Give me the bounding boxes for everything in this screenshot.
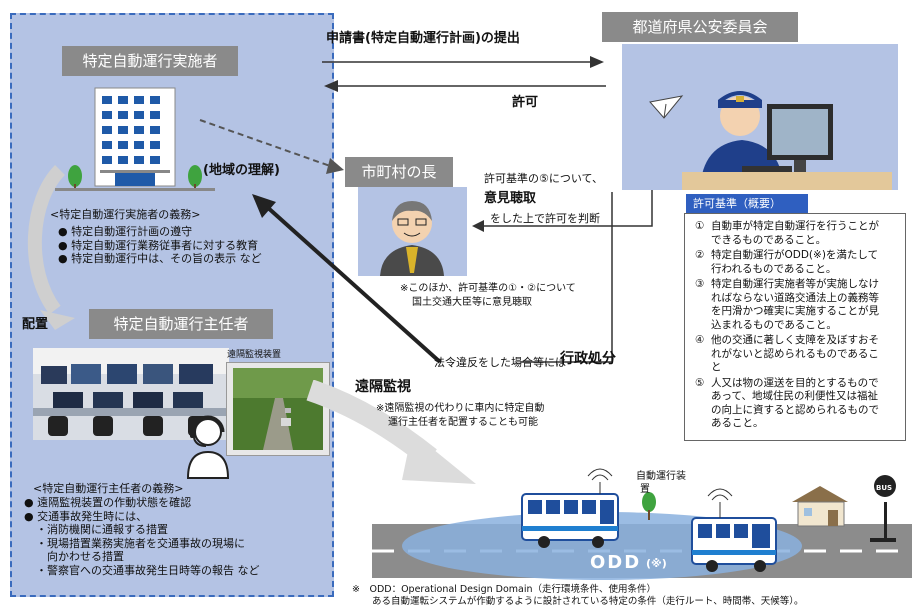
- supervisor-duty-item: ● 交通事故発生時には、: [24, 509, 148, 523]
- remote-device-label: 遠隔監視装置: [227, 350, 282, 360]
- operator-headset-icon: [186, 415, 230, 479]
- remote-note-line1: ※遠隔監視の代わりに車内に特定自動: [376, 403, 545, 414]
- implementer-title: 特定自動運行実施者: [62, 46, 238, 76]
- police-officer-illustration: [649, 91, 892, 190]
- criteria-list: ① 自動車が特定自動運行を行うことができるものであること。 ② 特定自動運行がO…: [695, 220, 887, 433]
- implementer-duties-list: ● 特定自動運行計画の遵守 ● 特定自動運行業務従事者に対する教育 ● 特定自動…: [58, 225, 262, 266]
- criteria-item: ③ 特定自動運行実施者等が実施しなければならない道路交通法上の義務等を円滑かつ確…: [695, 278, 887, 332]
- criteria-number: ⑤: [695, 376, 705, 389]
- criteria-panel: [684, 213, 906, 441]
- regional-understanding-connector: [199, 119, 344, 174]
- assign-label: 配置: [22, 317, 49, 332]
- remote-monitoring-arrow: [306, 380, 476, 484]
- criteria-title: 許可基準（概要）: [693, 197, 781, 210]
- criteria-text: 特定自動運行実施者等が実施しなければならない道路交通法上の義務等を円滑かつ確実に…: [711, 278, 879, 331]
- odd-footnote-line2: ある自動運転システムが作動するように設計されている特定の条件（走行ルート、時間帯…: [372, 596, 804, 607]
- implementer-duty-item: ● 特定自動運行業務従事者に対する教育: [58, 238, 259, 252]
- regional-understanding-label: (地域の理解): [203, 163, 280, 178]
- permission-label: 許可: [512, 95, 539, 110]
- implementer-duties-heading: <特定自動運行実施者の義務>: [50, 208, 201, 221]
- mayor-note-line2: 国土交通大臣等に意見聴取: [412, 297, 532, 308]
- criteria-number: ③: [695, 278, 705, 290]
- auto-device-label-line2: 置: [640, 484, 650, 495]
- criteria-text: 自動車が特定自動運行を行うことができるものであること。: [711, 220, 879, 246]
- control-room-photo: [33, 348, 229, 440]
- application-label: 申請書(特定自動運行計画)の提出: [326, 31, 520, 46]
- hearing-label: 意見聴取: [484, 191, 537, 206]
- mayor-note-line1: ※このほか、許可基準の①・②について: [400, 283, 576, 294]
- supervisor-duty-item: 向かわせる措置: [36, 550, 124, 563]
- odd-label: ODD: [590, 552, 642, 573]
- supervisor-title: 特定自動運行主任者: [89, 309, 273, 339]
- criterion5-label: 許可基準の⑤について、: [484, 172, 603, 185]
- implementer-duty-item: ● 特定自動運行計画の遵守: [58, 225, 193, 238]
- supervisor-duties-list: ● 遠隔監視装置の作動状態を確認 ● 交通事故発生時には、 ・消防機関に通報する…: [24, 496, 260, 577]
- office-building-icon: [55, 87, 215, 191]
- criteria-text: 特定自動運行がODD(※)を満たして行われるものであること。: [711, 249, 879, 275]
- admin-action-arrow: [252, 192, 613, 364]
- criteria-number: ①: [695, 220, 705, 232]
- mayor-title: 市町村の長: [345, 157, 453, 187]
- implementer-duty-item: ● 特定自動運行中は、その旨の表示 など: [58, 252, 262, 265]
- violation-label: 法令違反をした場合等には: [434, 356, 566, 369]
- after-hearing-label: をした上で許可を判断: [490, 212, 600, 225]
- assign-arrow: [27, 165, 75, 330]
- odd-road-scene: [372, 468, 912, 580]
- criteria-item: ④ 他の交通に著しく支障を及ぼすおそれがないと認められるものであること: [695, 334, 887, 375]
- remote-note-line2: 運行主任者を配置することも可能: [388, 417, 538, 428]
- supervisor-duty-item: ・警察官への交通事故発生日時等の報告 など: [36, 563, 260, 577]
- supervisor-duty-item: ・現場措置業務実施者を交通事故の現場に: [36, 536, 245, 550]
- criteria-header: [686, 194, 808, 214]
- criteria-number: ②: [695, 249, 705, 261]
- hearing-arrow: [472, 190, 653, 232]
- commission-title: 都道府県公安委員会: [602, 12, 798, 42]
- supervisor-duty-item: ・消防機関に通報する措置: [36, 523, 168, 536]
- criteria-text: 他の交通に著しく支障を及ぼすおそれがないと認められるものであること: [711, 334, 879, 373]
- odd-footnote-line1: ※ ODD：Operational Design Domain（走行環境条件、使…: [352, 584, 657, 595]
- criteria-text: 人又は物の運送を目的とするものであって、地域住民の利便性又は福祉の向上に資すると…: [711, 376, 879, 430]
- criteria-item: ⑤ 人又は物の運送を目的とするものであって、地域住民の利便性又は福祉の向上に資す…: [695, 377, 887, 431]
- mayor-illustration: [380, 201, 444, 276]
- admin-action-label: 行政処分: [560, 351, 616, 367]
- supervisor-duty-item: ● 遠隔監視装置の作動状態を確認: [24, 496, 192, 509]
- criteria-item: ① 自動車が特定自動運行を行うことができるものであること。: [695, 220, 887, 247]
- remote-monitoring-title: 遠隔監視: [355, 379, 411, 395]
- road-camera-view: [233, 368, 323, 450]
- application-arrows: [322, 56, 606, 92]
- odd-mark: (※): [646, 557, 667, 570]
- bus-stop-sign: BUS: [876, 484, 893, 492]
- criteria-item: ② 特定自動運行がODD(※)を満たして行われるものであること。: [695, 249, 887, 276]
- auto-device-label-line1: 自動運行装: [636, 471, 686, 482]
- supervisor-duties-heading: <特定自動運行主任者の義務>: [33, 482, 184, 495]
- criteria-number: ④: [695, 334, 705, 346]
